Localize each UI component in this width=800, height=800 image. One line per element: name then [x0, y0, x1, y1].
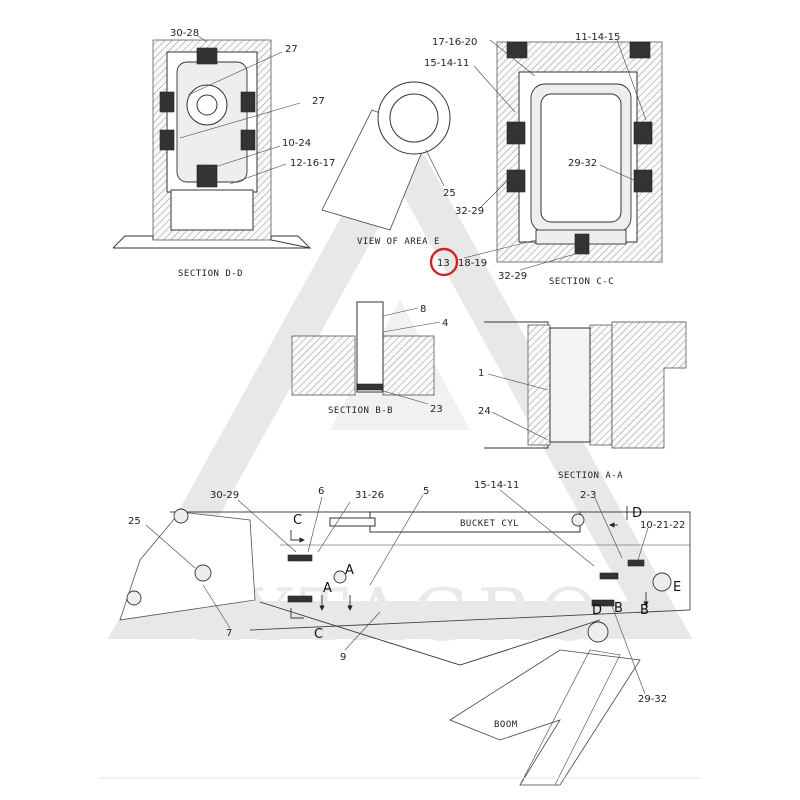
callout-15-14-11-cc: 15-14-11 — [424, 58, 469, 69]
callout-29-32-cc: 29-32 — [568, 158, 597, 169]
section-mark-b-left: B — [614, 601, 623, 616]
section-mark-d-top: D — [632, 506, 642, 521]
section-mark-e: E — [673, 580, 681, 595]
callout-25-area-e: 25 — [443, 188, 456, 199]
callout-25-main: 25 — [128, 516, 141, 527]
callout-10-24: 10-24 — [282, 138, 311, 149]
callout-32-29-left: 32-29 — [455, 206, 484, 217]
section-mark-b-right: B — [640, 603, 649, 618]
section-bb-view: 8 4 23 SECTION B-B — [291, 301, 448, 416]
callout-2-3: 2-3 — [580, 490, 596, 501]
callout-29-32-main: 29-32 — [638, 694, 667, 705]
boom-label: BOOM — [494, 720, 518, 730]
callout-10-21-22: 10-21-22 — [640, 520, 685, 531]
caption-view-area-e: VIEW OF AREA E — [357, 237, 440, 247]
callout-18-19: 18-19 — [458, 258, 487, 269]
callout-27-lower: 27 — [312, 96, 325, 107]
caption-section-bb: SECTION B-B — [328, 406, 393, 416]
caption-section-dd: SECTION D-D — [178, 269, 243, 279]
callout-6: 6 — [318, 486, 324, 497]
section-mark-d-bottom: D — [592, 603, 602, 618]
caption-section-cc: SECTION C-C — [549, 277, 614, 287]
section-mark-a-right: A — [345, 563, 354, 578]
section-markers: C C A A D D B B E — [290, 506, 681, 642]
callout-30-28: 30-28 — [170, 28, 199, 39]
callout-27-upper: 27 — [285, 44, 298, 55]
view-of-area-e: 25 VIEW OF AREA E — [321, 81, 456, 247]
highlight-ring — [429, 247, 459, 277]
section-cc-view: 17-16-20 15-14-11 11-14-15 29-32 32-29 1… — [424, 32, 663, 287]
callout-32-29-bottom: 32-29 — [498, 271, 527, 282]
callout-11-14-15: 11-14-15 — [575, 32, 620, 43]
callout-13: 13 — [437, 258, 450, 269]
section-dd-view: 30-28 27 27 10-24 12-16-17 SECTION D-D — [112, 28, 335, 279]
callout-23: 23 — [430, 404, 443, 415]
callout-8: 8 — [420, 304, 426, 315]
callout-7: 7 — [226, 628, 232, 639]
callout-1: 1 — [478, 368, 484, 379]
stick-assembly-view: BUCKET CYL BOOM C C A A D — [119, 480, 691, 786]
bucket-cylinder-label: BUCKET CYL — [460, 519, 519, 529]
caption-section-aa: SECTION A-A — [558, 471, 623, 481]
watermark-text: LYTAGRO — [193, 573, 607, 657]
callout-4: 4 — [442, 318, 448, 329]
callout-24: 24 — [478, 406, 491, 417]
section-mark-c-bottom: C — [314, 627, 323, 642]
callout-31-26: 31-26 — [355, 490, 384, 501]
callout-5: 5 — [423, 486, 429, 497]
callout-15-14-11-main: 15-14-11 — [474, 480, 519, 491]
callout-17-16-20: 17-16-20 — [432, 37, 477, 48]
section-mark-c-top: C — [293, 513, 302, 528]
highlighted-callout-13[interactable]: 13 — [429, 247, 459, 277]
section-mark-a-left: A — [323, 581, 332, 596]
callout-12-16-17: 12-16-17 — [290, 158, 335, 169]
callout-30-29: 30-29 — [210, 490, 239, 501]
section-aa-view: 1 24 SECTION A-A — [478, 321, 687, 481]
callout-9: 9 — [340, 652, 346, 663]
